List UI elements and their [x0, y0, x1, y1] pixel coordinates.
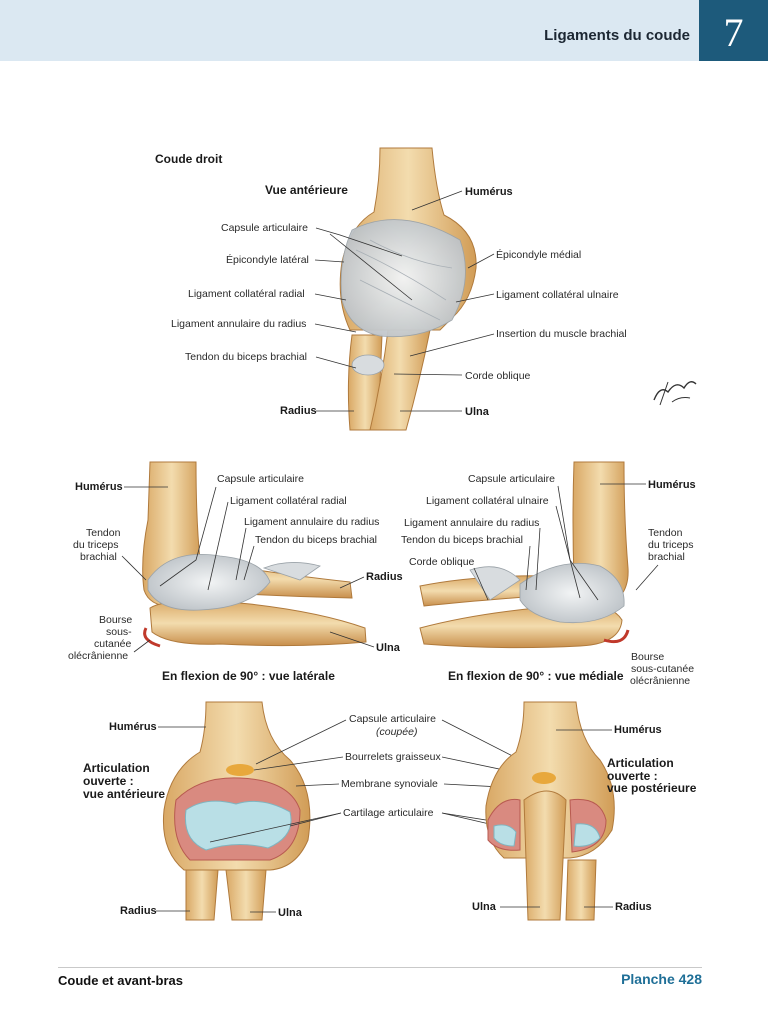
ulna-open-ant	[225, 869, 267, 921]
fig2-label-bourse-4: olécrânienne	[68, 650, 128, 662]
fig2-label-lig-annulaire: Ligament annulaire du radius	[244, 516, 379, 528]
fig3-label-bourse-1: Bourse	[631, 651, 664, 663]
fig3-label-capsule: Capsule articulaire	[468, 473, 555, 485]
fig3-label-humerus: Humérus	[648, 479, 696, 491]
figure-open-anterior	[162, 701, 311, 921]
label-epi-lat: Épicondyle latéral	[226, 253, 309, 266]
fig5-title-2: ouverte :	[607, 769, 658, 783]
fig3-label-triceps-1: Tendon	[648, 527, 683, 539]
figure-medial-view	[419, 461, 630, 649]
fig3-caption: En flexion de 90° : vue médiale	[448, 669, 624, 683]
shared-label-bourrelets: Bourrelets graisseux	[345, 751, 441, 763]
fig5-title-3: vue postérieure	[607, 781, 697, 795]
figure-lateral-view	[142, 461, 367, 648]
fig4-label-radius: Radius	[120, 905, 157, 917]
fig2-label-bourse-1: Bourse	[99, 614, 132, 626]
label-capsule: Capsule articulaire	[221, 222, 308, 234]
fig4-title-3: vue antérieure	[83, 787, 165, 801]
shared-label-capsule: Capsule articulaire	[349, 713, 436, 725]
fat-pad-post	[532, 772, 556, 784]
fig4-label-humerus: Humérus	[109, 721, 157, 733]
label-lig-annulaire: Ligament annulaire du radius	[171, 318, 306, 330]
fig5-label-ulna: Ulna	[472, 901, 497, 913]
label-insertion: Insertion du muscle brachial	[496, 328, 627, 340]
label-ulna: Ulna	[465, 406, 490, 418]
ulna-open-post	[523, 790, 567, 921]
fig2-label-triceps-1: Tendon	[86, 527, 121, 539]
figure-open-posterior	[485, 701, 615, 921]
fig2-label-triceps-3: brachial	[80, 551, 117, 563]
page-header	[0, 0, 768, 61]
capsule-med	[519, 563, 625, 623]
fig2-label-bourse-3: cutanée	[94, 638, 132, 650]
fig3-label-triceps-2: du triceps	[648, 539, 694, 551]
footer-divider	[58, 967, 702, 968]
shared-label-cartilage: Cartilage articulaire	[343, 807, 434, 819]
fig4-title-1: Articulation	[83, 761, 150, 775]
label-corde: Corde oblique	[465, 370, 531, 382]
fig3-label-lig-ulnaire: Ligament collatéral ulnaire	[426, 495, 549, 507]
fig2-label-humerus: Humérus	[75, 481, 123, 493]
capsule-lat	[147, 554, 271, 611]
label-lig-ulnaire: Ligament collatéral ulnaire	[496, 289, 619, 301]
bursa-lat	[143, 627, 161, 648]
footer-section: Coude et avant-bras	[58, 973, 183, 988]
radius-open-ant	[185, 869, 219, 921]
fig3-label-lig-annulaire: Ligament annulaire du radius	[404, 517, 539, 529]
bursa-med	[603, 629, 630, 644]
radius-open-post	[565, 859, 597, 921]
fat-pad-ant	[226, 764, 254, 776]
fig4-label-ulna: Ulna	[278, 907, 303, 919]
fig2-label-biceps: Tendon du biceps brachial	[255, 534, 377, 546]
fig4-title-2: ouverte :	[83, 774, 134, 788]
fig5-label-radius: Radius	[615, 901, 652, 913]
fig3-label-bourse-3: olécrânienne	[630, 675, 690, 687]
fig2-label-radius: Radius	[366, 571, 403, 583]
fig2-caption: En flexion de 90° : vue latérale	[162, 669, 335, 683]
artist-signature	[653, 381, 697, 406]
fig2-label-lig-radial: Ligament collatéral radial	[230, 495, 347, 507]
fig3-label-bourse-2: sous-cutanée	[631, 663, 694, 675]
chapter-title: Ligaments du coude	[544, 27, 690, 44]
fig3-label-corde: Corde oblique	[409, 556, 475, 568]
figure-anterior-view	[339, 147, 477, 431]
shared-label-synoviale: Membrane synoviale	[341, 778, 438, 790]
fig2-label-bourse-2: sous-	[106, 626, 132, 638]
label-lig-radial: Ligament collatéral radial	[188, 288, 305, 300]
cartilage-post-l	[493, 824, 517, 847]
label-biceps: Tendon du biceps brachial	[185, 351, 307, 363]
cartilage-post	[573, 823, 601, 847]
biceps-tendon	[351, 354, 385, 376]
chapter-number: 7	[699, 0, 768, 61]
footer-plate-number: Planche 428	[621, 971, 702, 987]
fig3-label-biceps: Tendon du biceps brachial	[401, 534, 523, 546]
fig2-label-ulna: Ulna	[376, 642, 401, 654]
label-epi-med: Épicondyle médial	[496, 248, 581, 261]
fig5-title-1: Articulation	[607, 756, 674, 770]
fig3-label-triceps-3: brachial	[648, 551, 685, 563]
fig2-label-triceps-2: du triceps	[73, 539, 119, 551]
fig2-label-capsule: Capsule articulaire	[217, 473, 304, 485]
label-humerus: Humérus	[465, 186, 513, 198]
label-radius: Radius	[280, 405, 317, 417]
joint-capsule	[340, 219, 466, 337]
fig1-caption: Coude droit	[155, 152, 222, 166]
cartilage-ant	[184, 800, 292, 851]
fig5-label-humerus: Humérus	[614, 724, 662, 736]
fig1-view: Vue antérieure	[265, 183, 348, 197]
shared-label-coupee: (coupée)	[376, 726, 417, 738]
